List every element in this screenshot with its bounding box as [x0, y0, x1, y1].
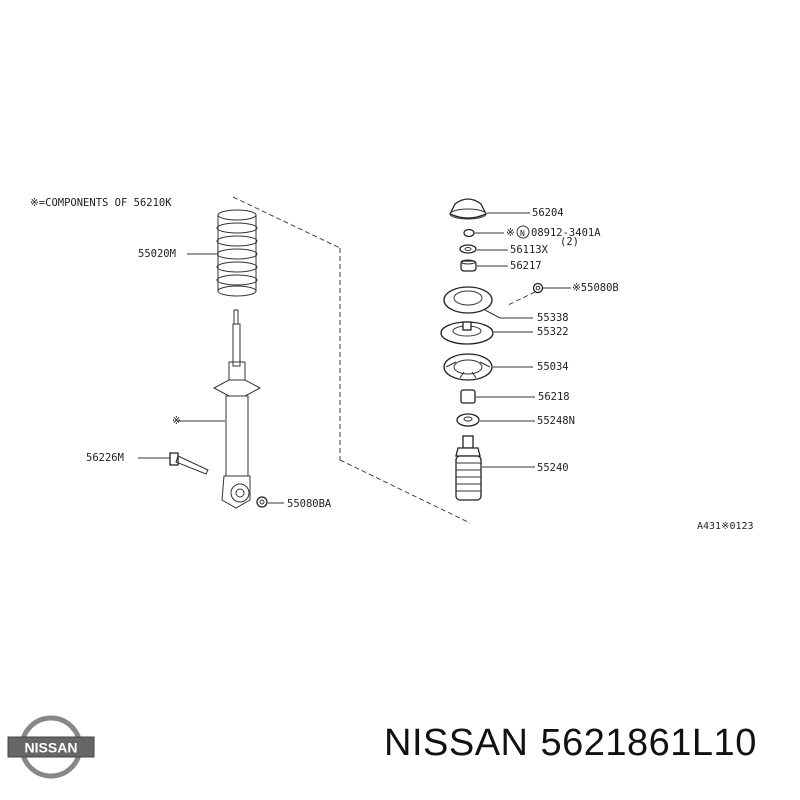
label-spacer: 56218: [538, 391, 570, 403]
part-seat: [443, 353, 493, 381]
label-nut-top-code: 08912-3401A: [531, 227, 601, 239]
part-boot: [455, 435, 482, 501]
part-insulator: [443, 286, 493, 314]
label-circled-n: N: [520, 229, 525, 238]
label-seat: 55034: [537, 361, 569, 373]
nut-side-dash: [507, 291, 536, 306]
part-number: 5621861L10: [540, 722, 757, 764]
footer: NISSAN NISSAN 5621861L10: [0, 712, 800, 792]
label-washer: 56113X: [510, 244, 549, 256]
part-spacer: [460, 389, 476, 404]
label-star: ※: [172, 415, 181, 427]
part-washer: [459, 244, 477, 254]
diagram-code: A431※0123: [697, 521, 754, 532]
component-note: ※=COMPONENTS OF 56210K: [30, 197, 172, 209]
part-top-cap: [449, 198, 487, 220]
brand-name: NISSAN: [384, 722, 529, 764]
nut-bottom: [256, 496, 268, 508]
part-mount: [440, 321, 494, 345]
label-nut-side: ※55080B: [572, 282, 619, 294]
label-bolt: 56226M: [86, 452, 124, 464]
label-top-cap: 56204: [532, 207, 564, 219]
brand-part-number: NISSAN 5621861L10: [384, 722, 769, 765]
label-bumper-cap: 55248N: [537, 415, 575, 427]
leader-insulator: [484, 309, 533, 319]
part-nut-top: [463, 228, 475, 238]
label-spring: 55020M: [138, 248, 176, 260]
label-nut-top-qty: (2): [560, 236, 579, 248]
label-boot: 55240: [537, 462, 569, 474]
label-insulator: 55338: [537, 312, 569, 324]
label-nut-bottom: 55080BA: [287, 498, 332, 510]
part-bumper-cap: [456, 413, 480, 427]
dashed-group-outline: [232, 196, 471, 524]
nissan-logo: NISSAN: [7, 715, 95, 779]
part-bushing-small: [460, 259, 477, 272]
coil-spring: [216, 209, 258, 297]
label-star-nut-top: ※: [506, 227, 515, 239]
label-mount: 55322: [537, 326, 569, 338]
bolt: [169, 452, 209, 475]
label-bushing-small: 56217: [510, 260, 542, 272]
nissan-logo-text: NISSAN: [25, 740, 78, 756]
circled-n-icon: [516, 225, 530, 239]
part-nut-side: [532, 282, 544, 294]
shock-absorber: [212, 309, 262, 509]
